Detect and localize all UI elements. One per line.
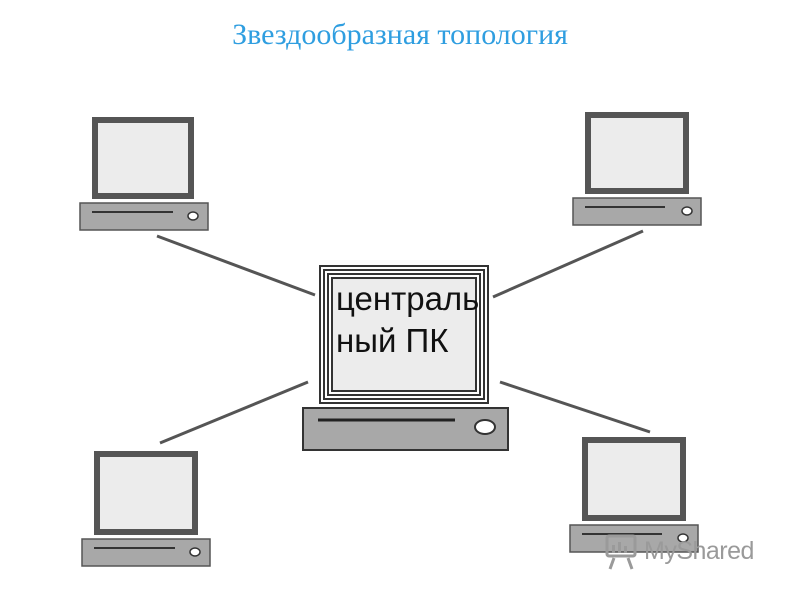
central-pc	[302, 265, 509, 451]
cable-bottom-left	[159, 380, 309, 445]
watermark-text: MyShared	[644, 537, 754, 565]
central-pc-label-line2: ный ПК	[336, 322, 449, 359]
pc-top-right	[572, 112, 702, 226]
myshared-logo-icon	[605, 534, 637, 570]
pc-top-left	[79, 117, 209, 231]
cable-bottom-right	[499, 380, 651, 434]
cable-top-left	[156, 234, 316, 297]
diagram-title: Звездообразная топология	[232, 18, 568, 51]
pc-bottom-left	[81, 451, 211, 567]
central-pc-label-line1: централь	[336, 280, 480, 317]
cable-top-right	[492, 229, 644, 299]
central-pc-label: централь ный ПК	[330, 278, 486, 362]
